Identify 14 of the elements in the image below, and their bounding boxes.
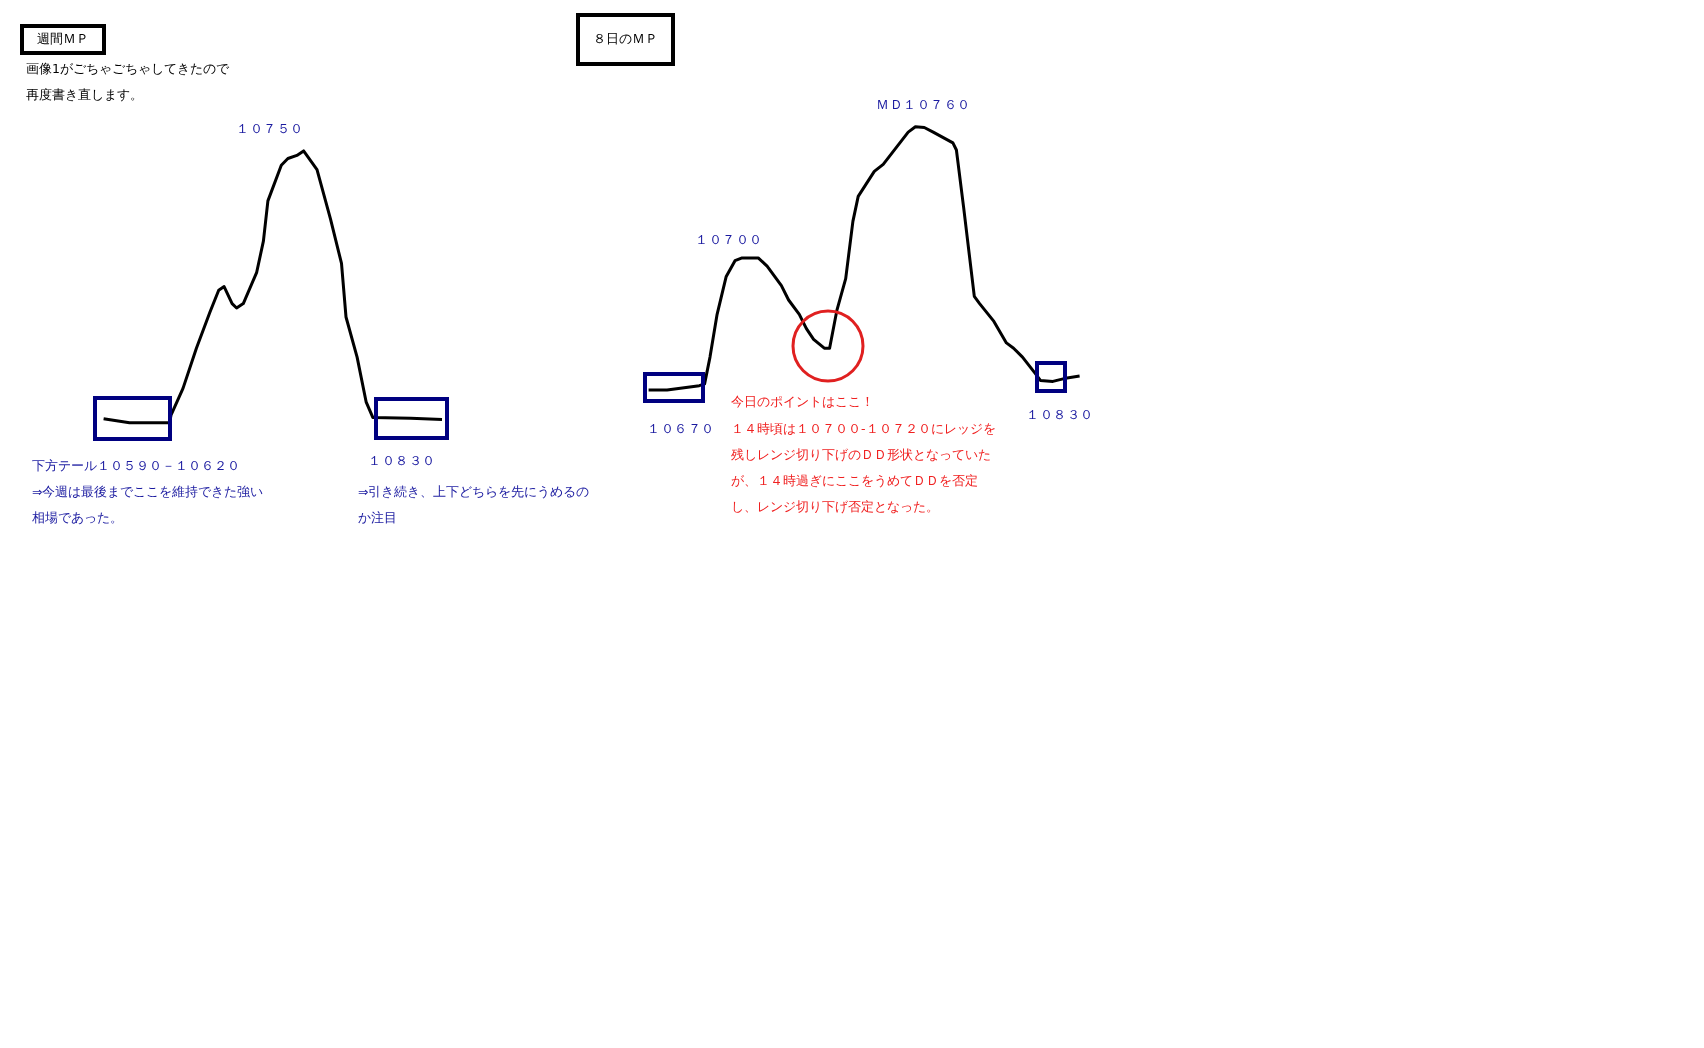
note-text: ⇒今週は最後までここを維持できた強い相場であった。 [32,483,264,527]
price-label: １０８３０ [1026,406,1094,424]
price-label: １０８３０ [368,452,436,470]
note-text: 今日のポイントはここ！ [731,393,874,411]
note-text: 下方テール１０５９０－１０６２０ [32,457,240,475]
note-text: 画像1がごちゃごちゃしてきたので再度書き直します。 [26,60,230,104]
note-text: １４時頃は１０７００-１０７２０にレッジを残しレンジ切り下げのＤＤ形状となっていたが、１４時過ぎにここをうめてＤＤを否定し、レンジ切り下げ否定となった。 [731,420,997,516]
title-box: ８日のＭＰ [576,13,675,66]
note-text: ⇒引き続き、上下どちらを先にうめるのか注目 [358,483,591,527]
title-box: 週間ＭＰ [20,24,106,55]
price-label: １０７００ [695,231,763,249]
price-label: １０７５０ [236,120,304,138]
price-label: １０６７０ [647,420,715,438]
price-label: ＭＤ１０７６０ [876,96,971,114]
